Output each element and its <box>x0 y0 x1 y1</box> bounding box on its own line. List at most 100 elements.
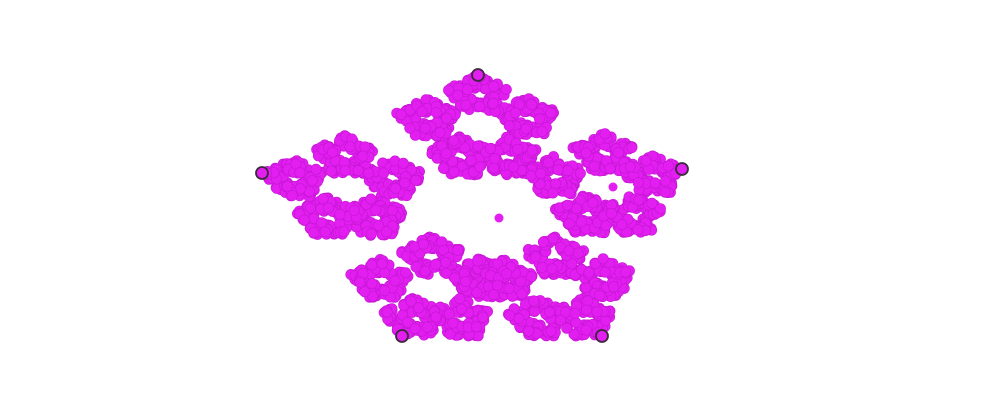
vertex-right[interactable] <box>675 162 689 176</box>
fractal-point <box>523 325 535 337</box>
fractal-point <box>525 271 537 283</box>
fractal-point <box>413 302 425 314</box>
fractal-point <box>455 303 467 315</box>
fractal-point <box>344 141 356 153</box>
fractal-point <box>440 256 452 268</box>
fractal-point <box>317 193 329 205</box>
markers <box>494 182 618 223</box>
fractal-point <box>649 177 661 189</box>
fractal-point <box>417 238 429 250</box>
fractal-point <box>357 150 369 162</box>
fractal-point <box>545 325 557 337</box>
fractal-point <box>419 122 431 134</box>
fractal-point <box>530 251 542 263</box>
fractal-point <box>386 205 398 217</box>
fractal-point <box>589 258 601 270</box>
fractal-point <box>366 259 378 271</box>
fractal-point <box>294 167 306 179</box>
fractal-point <box>526 99 538 111</box>
fractal-point <box>448 166 460 178</box>
fractal-point <box>376 258 388 270</box>
vertex-top[interactable] <box>471 68 485 82</box>
fractal-point <box>373 220 385 232</box>
center-point <box>494 213 504 223</box>
fractal-point <box>545 107 557 119</box>
fractal-point <box>310 163 322 175</box>
fractal-point <box>359 286 371 298</box>
fractal-point <box>444 328 456 340</box>
fractal-point <box>563 218 575 230</box>
vertex-bottom-right[interactable] <box>595 329 609 343</box>
fractal-point <box>454 293 466 305</box>
fractal-point <box>440 112 452 124</box>
fractal-point <box>319 226 331 238</box>
fractal-point <box>306 175 318 187</box>
fractal-point <box>574 167 586 179</box>
fractal-point <box>474 161 486 173</box>
fractal-point <box>389 182 401 194</box>
fractal-point <box>526 144 538 156</box>
fractal-point <box>605 207 617 219</box>
fractal-point <box>405 295 417 307</box>
fractal-point <box>434 127 446 139</box>
fractal-point <box>452 89 464 101</box>
vertex-bottom-left[interactable] <box>395 329 409 343</box>
fractal-point <box>460 99 472 111</box>
fractal-point <box>604 163 616 175</box>
fractal-point <box>546 263 558 275</box>
fractal-point <box>542 157 554 169</box>
fractal-point <box>566 258 578 270</box>
fractal-point <box>410 261 422 273</box>
fractal-point <box>580 324 592 336</box>
fractal-point <box>416 106 428 118</box>
fractal-point <box>654 203 666 215</box>
fractal-point <box>447 317 459 329</box>
fractal-point <box>632 177 644 189</box>
fractal-point <box>575 216 587 228</box>
fractal-point <box>492 258 504 270</box>
fractal-point <box>503 282 515 294</box>
fractal-point <box>381 306 393 318</box>
fractal-point <box>430 311 442 323</box>
fractal-point <box>503 120 515 132</box>
fractal-point <box>513 313 525 325</box>
fractal-point <box>659 186 671 198</box>
fractal-point <box>471 287 483 299</box>
fractal-point <box>448 135 460 147</box>
fractal-point <box>379 285 391 297</box>
fractal-point <box>562 165 574 177</box>
fractal-point <box>470 321 482 333</box>
fractal-point <box>516 288 528 300</box>
fractal-point <box>533 113 545 125</box>
fractal-point <box>569 307 581 319</box>
fractal-point <box>646 197 658 209</box>
fractal-point <box>547 233 559 245</box>
fractal-point <box>561 199 573 211</box>
vertex-left[interactable] <box>255 166 269 180</box>
fractal-point <box>430 258 442 270</box>
fractal-point <box>591 306 603 318</box>
fractal-point <box>554 314 566 326</box>
fractal-point <box>563 245 575 257</box>
fractal-point <box>563 187 575 199</box>
fractal-point <box>352 165 364 177</box>
fractal-point <box>381 226 393 238</box>
fractal-point <box>552 164 564 176</box>
fractal-point <box>449 272 461 284</box>
fractal-point <box>326 146 338 158</box>
fractal-point <box>620 266 632 278</box>
fractal-point <box>572 247 584 259</box>
fractal-point <box>515 276 527 288</box>
fractal-point <box>507 161 519 173</box>
fractal-point <box>633 194 645 206</box>
fractal-point <box>500 84 512 96</box>
fractal-point <box>473 100 485 112</box>
fractal-point <box>397 157 409 169</box>
fractal-point <box>599 128 611 140</box>
fractal-point <box>404 122 416 134</box>
fractal-point <box>409 323 421 335</box>
fractal-point <box>316 217 328 229</box>
fractal-point <box>608 281 620 293</box>
fractal-point <box>489 153 501 165</box>
